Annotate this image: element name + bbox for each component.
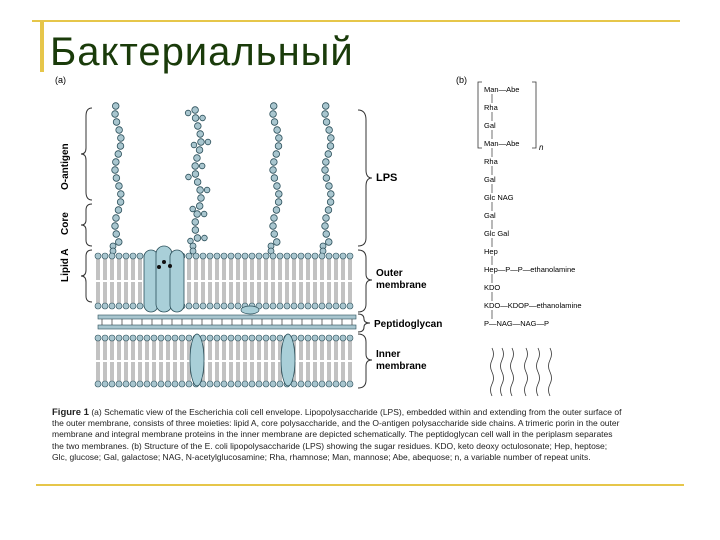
outer-membrane [95, 253, 353, 309]
panel-a-label: (a) [55, 75, 66, 85]
lps-structure-row: Glc NAG [484, 193, 514, 202]
lps-brace [358, 110, 372, 246]
bottom-accent-line [36, 484, 684, 486]
o-antigen-brace [81, 108, 92, 200]
figure-caption: Figure 1 (a) Schematic view of the Esche… [52, 407, 622, 463]
peptidoglycan-label: Peptidoglycan [374, 319, 442, 330]
caption-text: (a) Schematic view of the Escherichia co… [52, 407, 621, 462]
inner-membrane [95, 335, 353, 387]
outer-membrane-label: membrane [376, 280, 427, 291]
lipid-a-label: Lipid A [60, 248, 71, 282]
outer-membrane-brace [358, 250, 372, 312]
inner-label: Inner [376, 349, 401, 360]
o-antigen-label: O-antigen [60, 143, 71, 190]
panel-b-label: (b) [456, 75, 467, 85]
lps-structure-row: KDO [484, 283, 500, 292]
cell-envelope-figure: (a) (b) O-antigen Core Lipid A [40, 70, 680, 482]
peptidoglycan-brace [358, 314, 370, 332]
lps-chain [320, 103, 334, 254]
core-label: Core [60, 212, 71, 235]
lps-chain [110, 103, 124, 254]
lps-structure-row: Hep—P—P—ethanolamine [484, 265, 575, 274]
repeat-n-label: n [539, 143, 544, 152]
lps-structure-row: Hep [484, 247, 498, 256]
porin-trimer [144, 246, 184, 312]
lps-structure-row: Man—Abe [484, 139, 519, 148]
lps-structure-row: Glc Gal [484, 229, 509, 238]
left-accent-bar [40, 22, 44, 72]
inner-membrane-brace [358, 334, 372, 388]
lps-chains [110, 103, 334, 254]
lps-chain [185, 107, 210, 254]
lps-structure-row: Rha [484, 103, 499, 112]
lps-structure-row: Gal [484, 121, 496, 130]
lps-structure-row: Man—Abe [484, 85, 519, 94]
lps-structure-row: Rha [484, 157, 499, 166]
fatty-acid-tails [491, 348, 552, 396]
lps-structure-row: Gal [484, 175, 496, 184]
lps-chain [268, 103, 282, 254]
outer-label: Outer [376, 268, 403, 279]
inner-membrane-label: membrane [376, 361, 427, 372]
lps-structure-row: Gal [484, 211, 496, 220]
lipid-a-brace [81, 250, 92, 302]
peptidoglycan-layer [98, 306, 356, 329]
lps-structure-row: P—NAG—NAG—P [484, 319, 549, 328]
core-brace [81, 204, 92, 246]
top-accent-line [32, 20, 680, 22]
figure-number: Figure 1 [52, 407, 89, 418]
lps-label: LPS [376, 172, 397, 184]
slide-title: Бактериальный [50, 28, 354, 76]
lps-structure-row: KDO—KDOP—ethanolamine [484, 301, 582, 310]
